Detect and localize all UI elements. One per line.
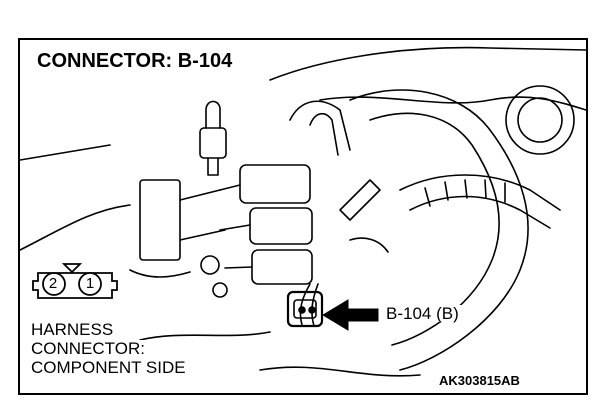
harness-connector-symbol [32, 263, 118, 299]
wire [311, 283, 319, 327]
reservoir-cap [505, 85, 575, 155]
connector-block [239, 164, 311, 204]
hose [309, 112, 339, 156]
pin-2-label: 2 [48, 275, 58, 292]
bracket [139, 179, 181, 261]
reservoir-cap [517, 97, 563, 143]
background-contour [139, 331, 271, 341]
background-contour [259, 366, 421, 377]
figure-code: AK303815AB [437, 373, 522, 388]
wire [299, 283, 311, 326]
engine-bay-line-art [20, 46, 586, 377]
injector-body [199, 127, 227, 159]
pin-1-label: 1 [85, 275, 95, 292]
harness-label-line-1: HARNESS [31, 320, 114, 339]
harness-label-line-2: CONNECTOR: [31, 339, 145, 358]
connector-block [249, 207, 313, 245]
large-hose [349, 89, 529, 371]
background-contour [20, 144, 111, 161]
callout-arrow [322, 299, 379, 331]
b104-connector [286, 290, 324, 328]
background-contour [269, 46, 586, 81]
hose [289, 100, 351, 151]
connector-title: CONNECTOR: B-104 [34, 50, 236, 72]
corrugated-hose [399, 174, 561, 211]
connector-callout-label: B-104 (B) [383, 305, 462, 322]
background-contour [20, 204, 131, 251]
background-contour [319, 96, 586, 111]
corrugated-hose [409, 195, 551, 229]
harness-label-line-3: COMPONENT SIDE [31, 358, 186, 377]
diagram-frame: 2 1 CONNECTOR: B-104 HARNESS CONNECTOR: … [18, 38, 588, 395]
connector-block [251, 249, 313, 285]
